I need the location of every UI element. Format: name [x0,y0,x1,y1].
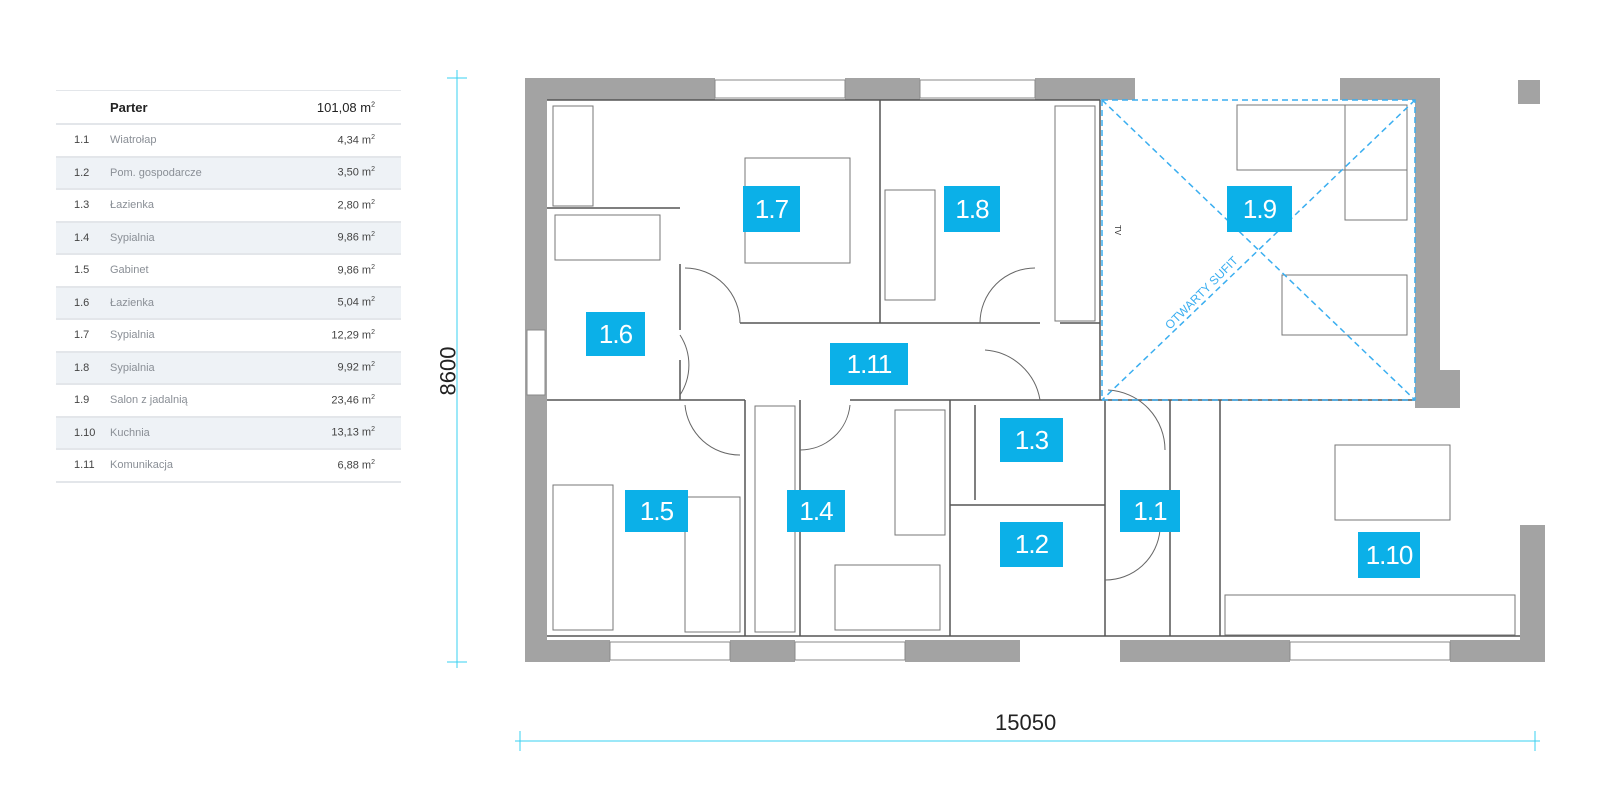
room-name: Sypialnia [110,329,155,342]
room-name: Łazienka [110,199,155,212]
room-area: 23,46 m2 [331,393,375,407]
room-label-1-6: 1.6 [586,312,645,356]
room-area: 12,29 m2 [331,328,375,342]
table-row: 1.11 Komunikacja 6,88 m2 [56,450,401,483]
room-area: 2,80 m2 [337,198,375,212]
room-area: 3,50 m2 [337,166,375,180]
room-name: Wiatrołap [110,134,157,147]
room-name: Łazienka [110,296,155,309]
room-label-1-11: 1.11 [830,343,908,385]
room-number: 1.1 [74,134,90,147]
room-area: 4,34 m2 [337,133,375,147]
door-arcs [679,267,1166,581]
open-ceiling-label: OTWARTY SUFIT [1162,253,1241,332]
table-row: 1.9 Salon z jadalnią 23,46 m2 [56,385,401,418]
table-row: 1.1 Wiatrołap 4,34 m2 [56,125,401,158]
table-row: 1.6 Łazienka 5,04 m2 [56,287,401,320]
room-name: Salon z jadalnią [110,394,188,407]
room-area: 6,88 m2 [337,458,375,472]
room-name: Pom. gospodarcze [110,166,202,179]
room-name: Kuchnia [110,426,150,439]
room-name: Gabinet [110,264,149,277]
room-label-1-4: 1.4 [787,490,845,532]
room-label-1-5: 1.5 [625,490,688,532]
room-number: 1.8 [74,361,90,374]
room-number: 1.3 [74,199,90,212]
room-area: 13,13 m2 [331,426,375,440]
room-number: 1.4 [74,231,90,244]
room-name: Sypialnia [110,231,155,244]
open-ceiling-area [1101,99,1416,401]
room-area: 9,86 m2 [337,231,375,245]
room-label-1-8: 1.8 [944,186,1000,232]
table-row: 1.8 Sypialnia 9,92 m2 [56,352,401,385]
table-row: 1.5 Gabinet 9,86 m2 [56,255,401,288]
room-label-1-9: 1.9 [1227,186,1292,232]
room-name: Komunikacja [110,459,173,472]
room-label-1-1: 1.1 [1120,490,1180,532]
dimension-height: 8600 [435,346,461,396]
table-row: 1.2 Pom. gospodarcze 3,50 m2 [56,157,401,190]
table-row: 1.7 Sypialnia 12,29 m2 [56,320,401,353]
room-area: 9,92 m2 [337,361,375,375]
room-number: 1.6 [74,296,90,309]
room-number: 1.7 [74,329,90,342]
room-label-1-2: 1.2 [1000,522,1063,567]
room-number: 1.11 [74,459,95,472]
table-header: Parter 101,08 m2 [56,91,401,125]
room-name: Sypialnia [110,361,155,374]
room-number: 1.5 [74,264,90,277]
table-row: 1.10 Kuchnia 13,13 m2 [56,417,401,450]
room-number: 1.9 [74,394,90,407]
tv-label: TV [1113,225,1122,236]
room-number: 1.10 [74,426,96,439]
windows [526,79,1451,661]
table-row: 1.4 Sypialnia 9,86 m2 [56,222,401,255]
furniture [552,104,1516,636]
floor-name: Parter [110,99,148,115]
dimension-lines [447,70,1540,751]
room-label-1-7: 1.7 [743,186,800,232]
room-number: 1.2 [74,166,90,179]
floor-total-area: 101,08 m2 [316,99,375,115]
room-area: 9,86 m2 [337,263,375,277]
room-area: 5,04 m2 [337,296,375,310]
table-row: 1.3 Łazienka 2,80 m2 [56,190,401,223]
room-label-1-10: 1.10 [1358,532,1420,578]
dimension-width: 15050 [995,710,1057,735]
room-label-1-3: 1.3 [1000,418,1063,462]
